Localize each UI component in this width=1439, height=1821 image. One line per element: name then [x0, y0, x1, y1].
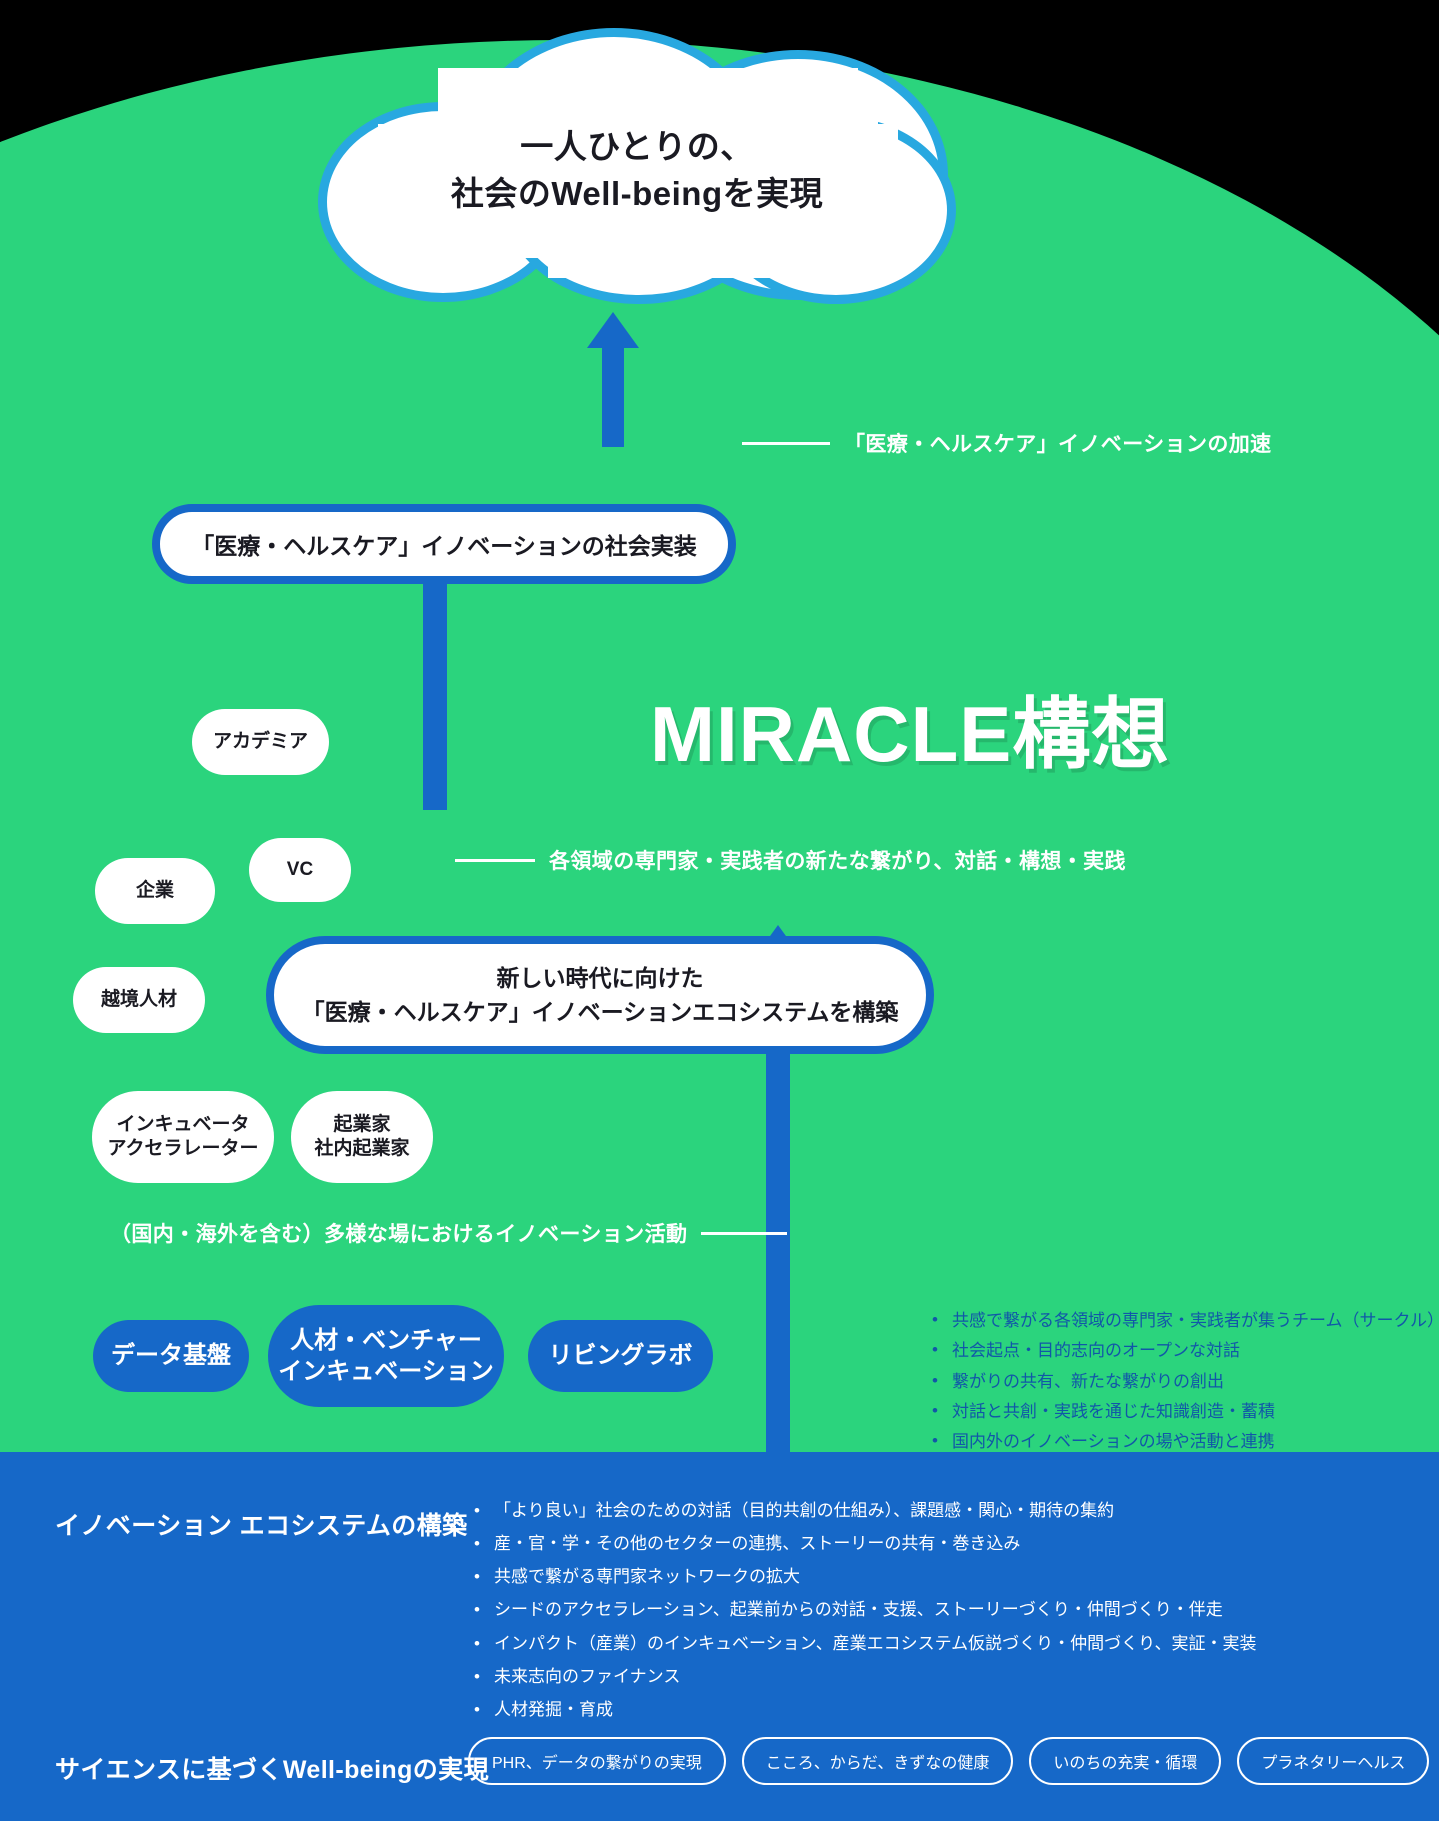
actor-tag-boundary-talent[interactable]: 越境人材 — [73, 967, 205, 1033]
ecosystem-section-heading: イノベーション エコシステムの構築 — [55, 1512, 468, 1540]
list-item: シードのアクセラレーション、起業前からの対話・支援、ストーリーづくり・仲間づくり… — [472, 1593, 1432, 1626]
list-item: 社会起点・目的志向のオープンな対話 — [930, 1335, 1430, 1366]
actor-tag-label: 越境人材 — [100, 988, 177, 1010]
connector-activity: （国内・海外を含む）多様な場におけるイノベーション活動 — [110, 1218, 788, 1248]
arrow-head-icon — [587, 312, 639, 348]
science-pill-row: PHR、データの繋がりの実現 こころ、からだ、きずなの健康 いのちの充実・循環 … — [468, 1737, 1430, 1785]
ecosystem-bullet-list: 「より良い」社会のための対話（目的共創の仕組み）、課題感・関心・期待の集約 産・… — [472, 1494, 1432, 1726]
list-item: インパクト（産業）のインキュベーション、産業エコシステム仮説づくり・仲間づくり、… — [472, 1627, 1432, 1660]
connector-network: 各領域の専門家・実践者の新たな繋がり、対話・構想・実践 — [455, 845, 1126, 875]
list-item: 繋がりの共有、新たな繋がりの創出 — [930, 1365, 1430, 1397]
blue-pill-talent-venture-incubation[interactable]: 人材・ベンチャー インキュベーション — [268, 1305, 504, 1407]
actor-tag-vc[interactable]: VC — [249, 838, 351, 902]
list-item: 人材発掘・育成 — [472, 1693, 1432, 1726]
actor-tag-label: VC — [286, 858, 314, 880]
actor-tag-academia[interactable]: アカデミア — [192, 709, 329, 775]
connector-activity-label: （国内・海外を含む）多様な場におけるイノベーション活動 — [110, 1223, 688, 1246]
connector-rule — [455, 858, 535, 862]
box-ecosystem-label-line-1: 新しい時代に向けた — [496, 964, 704, 991]
vision-statement: 一人ひとりの、 社会のWell-beingを実現 — [318, 124, 956, 218]
science-pill-health[interactable]: こころ、からだ、きずなの健康 — [741, 1737, 1014, 1785]
connector-rule — [701, 1231, 788, 1235]
actor-tag-label-line-1: インキュベータ — [116, 1113, 250, 1135]
box-ecosystem[interactable]: 新しい時代に向けた 「医療・ヘルスケア」イノベーションエコシステムを構築 — [266, 936, 934, 1054]
box-social-implementation-label: 「医療・ヘルスケア」イノベーションの社会実装 — [191, 533, 697, 559]
vision-line-1: 一人ひとりの、 — [520, 128, 754, 165]
list-item: 共感で繋がる各領域の専門家・実践者が集うチーム（サークル） — [930, 1305, 1439, 1336]
circle-bullet-list: 共感で繋がる各領域の専門家・実践者が集うチーム（サークル） 社会起点・目的志向の… — [930, 1305, 1439, 1457]
arrow-shaft — [602, 346, 624, 447]
vision-line-2: 社会のWell-beingを実現 — [450, 174, 824, 212]
box-ecosystem-label-line-2: 「医療・ヘルスケア」イノベーションエコシステムを構築 — [301, 999, 899, 1025]
list-item: 対話と共創・実践を通じた知識創造・蓄積 — [930, 1396, 1430, 1427]
actor-tag-label: アカデミア — [212, 730, 308, 752]
cloud-fill-c — [548, 88, 878, 278]
arrow-to-vision — [587, 312, 639, 447]
actor-tag-label-line-2: アクセラレーター — [107, 1138, 259, 1159]
actor-tag-label-line-2: 社内起業家 — [314, 1138, 410, 1159]
list-item: 共感で繋がる専門家ネットワークの拡大 — [472, 1560, 1432, 1593]
actor-tag-label-line-1: 起業家 — [333, 1113, 391, 1135]
actor-tag-company[interactable]: 企業 — [95, 858, 215, 924]
page-title: MIRACLE構想 — [650, 690, 1171, 778]
connector-rule — [742, 441, 830, 445]
actor-tag-incubator-accelerator[interactable]: インキュベータ アクセラレーター — [92, 1091, 274, 1183]
list-item: 国内外のイノベーションの場や活動と連携 — [930, 1426, 1430, 1457]
actor-tag-label: 企業 — [135, 879, 174, 901]
blue-pill-data-platform[interactable]: データ基盤 — [93, 1320, 249, 1392]
science-pill-life-fulfillment[interactable]: いのちの充実・循環 — [1029, 1737, 1222, 1785]
list-item: 産・官・学・その他のセクターの連携、ストーリーの共有・巻き込み — [472, 1527, 1432, 1560]
blue-pill-living-lab[interactable]: リビングラボ — [528, 1320, 713, 1392]
connector-network-label: 各領域の専門家・実践者の新たな繋がり、対話・構想・実践 — [549, 850, 1126, 873]
blue-pill-label: データ基盤 — [111, 1342, 231, 1370]
blue-pill-label-line-2: インキュベーション — [278, 1358, 494, 1385]
box-social-implementation[interactable]: 「医療・ヘルスケア」イノベーションの社会実装 — [152, 504, 736, 584]
list-item: 「より良い」社会のための対話（目的共創の仕組み）、課題感・関心・期待の集約 — [472, 1494, 1432, 1527]
actor-tag-entrepreneur[interactable]: 起業家 社内起業家 — [291, 1091, 433, 1183]
connector-acceleration: 「医療・ヘルスケア」イノベーションの加速 — [742, 428, 1272, 458]
science-pill-planetary-health[interactable]: プラネタリーヘルス — [1237, 1737, 1430, 1785]
blue-pill-label: リビングラボ — [548, 1342, 693, 1370]
arrow-shaft — [423, 558, 447, 810]
science-pill-phr[interactable]: PHR、データの繋がりの実現 — [468, 1737, 726, 1785]
connector-acceleration-label: 「医療・ヘルスケア」イノベーションの加速 — [844, 433, 1272, 456]
vision-cloud: 一人ひとりの、 社会のWell-beingを実現 — [318, 28, 956, 304]
list-item: 未来志向のファイナンス — [472, 1660, 1432, 1693]
science-section-heading: サイエンスに基づくWell-beingの実現 — [55, 1756, 489, 1784]
blue-pill-label-line-1: 人材・ベンチャー — [290, 1326, 482, 1354]
